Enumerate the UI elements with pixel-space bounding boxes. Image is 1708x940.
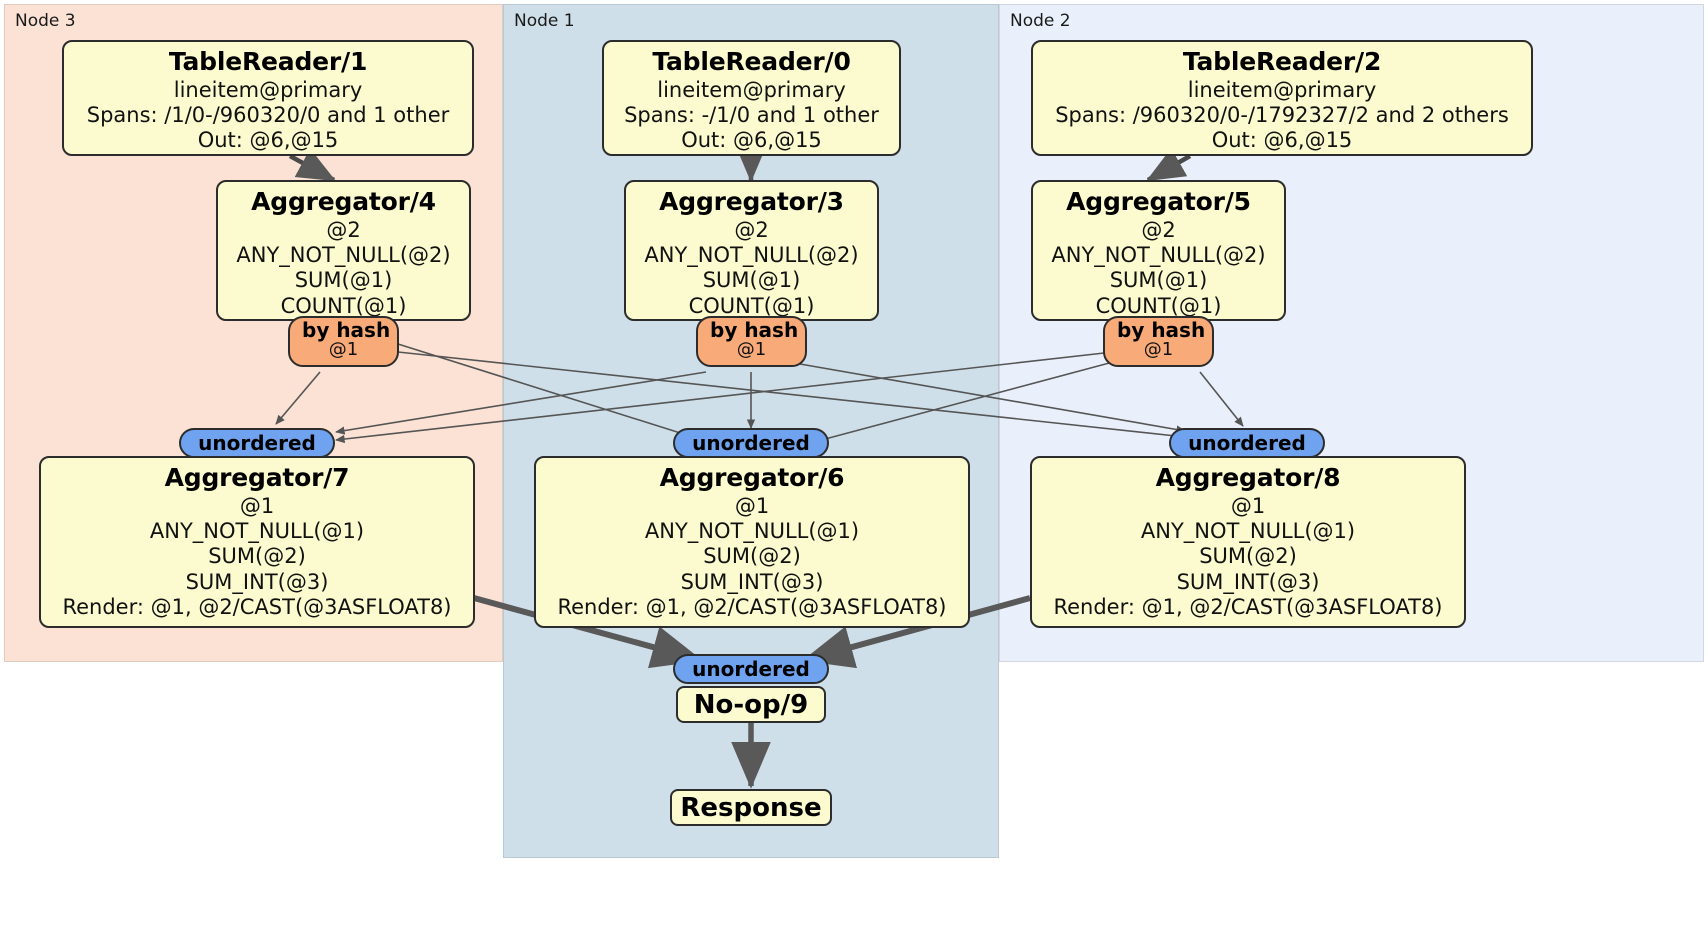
processor-title: Aggregator/3 [659,187,844,216]
processor-line: @2 [326,218,361,242]
processor-aggregator-8[interactable]: Aggregator/8 @1 ANY_NOT_NULL(@1) SUM(@2)… [1030,456,1466,628]
processor-line: Render: @1, @2/CAST(@3ASFLOAT8) [62,594,452,619]
processor-title: Aggregator/8 [1155,463,1341,492]
processor-table-reader-1[interactable]: TableReader/1 lineitem@primary Spans: /1… [62,40,474,156]
processor-table-reader-2[interactable]: TableReader/2 lineitem@primary Spans: /9… [1031,40,1533,156]
processor-line: ANY_NOT_NULL(@1) [644,519,860,544]
unordered-badge-title: unordered [692,431,810,455]
hash-badge-title: by hash [302,318,391,342]
hash-badge-sub: @1 [328,339,359,360]
processor-line: SUM(@1) [702,268,801,293]
processor-title: Aggregator/7 [164,463,350,492]
unordered-badge-final[interactable]: unordered [673,654,829,684]
processor-aggregator-3[interactable]: Aggregator/3 @2 ANY_NOT_NULL(@2) SUM(@1)… [624,180,879,321]
processor-line: SUM_INT(@3) [185,569,329,594]
processor-line: Out: @6,@15 [1211,128,1353,153]
hash-badge-title: by hash [1117,318,1206,342]
processor-line: ANY_NOT_NULL(@2) [1051,243,1266,268]
processor-line: Out: @6,@15 [681,128,822,153]
processor-line: COUNT(@1) [280,293,407,318]
processor-aggregator-5[interactable]: Aggregator/5 @2 ANY_NOT_NULL(@2) SUM(@1)… [1031,180,1286,321]
processor-line: COUNT(@1) [688,293,815,318]
processor-line: lineitem@primary [657,78,846,102]
processor-table-reader-0[interactable]: TableReader/0 lineitem@primary Spans: -/… [602,40,901,156]
processor-line: SUM(@2) [208,544,306,569]
unordered-badge-title: unordered [198,431,316,455]
unordered-badge-title: unordered [1188,431,1306,455]
processor-line: ANY_NOT_NULL(@1) [149,519,365,544]
processor-line: SUM_INT(@3) [680,569,824,594]
processor-line: Spans: -/1/0 and 1 other [624,103,879,128]
processor-line: Spans: /1/0-/960320/0 and 1 other [86,103,450,128]
processor-line: COUNT(@1) [1095,293,1222,318]
processor-response[interactable]: Response [670,789,832,826]
hash-badge-sub: @1 [1143,339,1174,360]
processor-noop-9[interactable]: No-op/9 [676,686,826,723]
hash-badge-right[interactable]: by hash @1 [1103,316,1214,367]
processor-title: Aggregator/4 [251,187,436,216]
processor-line: @2 [1141,218,1176,242]
hash-badge-left[interactable]: by hash @1 [288,316,399,367]
hash-badge-title: by hash [710,318,799,342]
hash-badge-sub: @1 [736,339,767,360]
processor-line: ANY_NOT_NULL(@1) [1140,519,1356,544]
processor-line: @2 [734,218,769,242]
processor-title: TableReader/0 [652,47,851,76]
unordered-badge-title: unordered [692,657,810,681]
processor-line: SUM_INT(@3) [1176,569,1320,594]
unordered-badge-right[interactable]: unordered [1169,428,1325,458]
processor-aggregator-6[interactable]: Aggregator/6 @1 ANY_NOT_NULL(@1) SUM(@2)… [534,456,970,628]
processor-line: SUM(@1) [294,268,393,293]
hash-badge-center[interactable]: by hash @1 [696,316,807,367]
processor-line: Spans: /960320/0-/1792327/2 and 2 others [1055,103,1509,128]
processor-title: TableReader/1 [168,47,368,76]
unordered-badge-left[interactable]: unordered [179,428,335,458]
node-panel-label-node3: Node 3 [15,11,76,31]
processor-line: SUM(@2) [703,544,801,569]
node-panel-label-node2: Node 2 [1010,11,1071,31]
processor-line: @1 [1230,494,1266,518]
processor-line: @1 [734,494,770,518]
processor-line: ANY_NOT_NULL(@2) [644,243,859,268]
processor-title: No-op/9 [693,689,809,720]
processor-line: Render: @1, @2/CAST(@3ASFLOAT8) [1053,594,1443,619]
processor-line: @1 [239,494,275,518]
processor-title: TableReader/2 [1182,47,1382,76]
processor-title: Response [680,792,822,823]
processor-title: Aggregator/5 [1066,187,1251,216]
processor-aggregator-4[interactable]: Aggregator/4 @2 ANY_NOT_NULL(@2) SUM(@1)… [216,180,471,321]
processor-line: Render: @1, @2/CAST(@3ASFLOAT8) [557,594,947,619]
processor-title: Aggregator/6 [659,463,845,492]
processor-line: SUM(@2) [1199,544,1297,569]
processor-line: lineitem@primary [173,78,363,102]
node-panel-label-node1: Node 1 [514,11,575,31]
processor-line: SUM(@1) [1109,268,1208,293]
unordered-badge-center[interactable]: unordered [673,428,829,458]
processor-line: Out: @6,@15 [197,128,339,153]
processor-aggregator-7[interactable]: Aggregator/7 @1 ANY_NOT_NULL(@1) SUM(@2)… [39,456,475,628]
processor-line: ANY_NOT_NULL(@2) [236,243,451,268]
processor-line: lineitem@primary [1187,78,1377,102]
